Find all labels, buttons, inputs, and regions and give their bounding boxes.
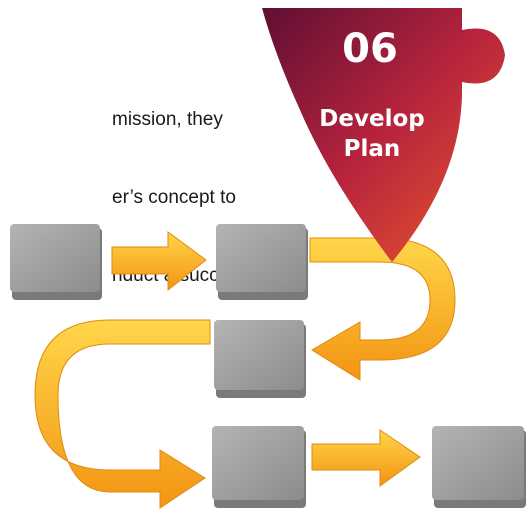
arrow-right-1 xyxy=(111,231,207,292)
step-badge: 06 Develop Plan xyxy=(262,8,505,262)
intro-line-1: mission, they xyxy=(112,109,223,130)
badge-label-line-2: Plan xyxy=(344,136,401,162)
arrow-right-2 xyxy=(311,429,421,487)
badge-label-line-1: Develop xyxy=(319,106,424,132)
badge-number: 06 xyxy=(342,26,398,72)
step-box-2 xyxy=(216,224,308,300)
arrow-u-turn-left xyxy=(34,319,211,509)
step-box-4 xyxy=(212,426,306,508)
arrow-u-turn-right xyxy=(309,237,456,381)
intro-line-2: er’s concept to xyxy=(112,187,236,208)
step-box-3 xyxy=(214,320,306,398)
step-box-1 xyxy=(10,224,102,300)
step-box-5 xyxy=(432,426,526,508)
